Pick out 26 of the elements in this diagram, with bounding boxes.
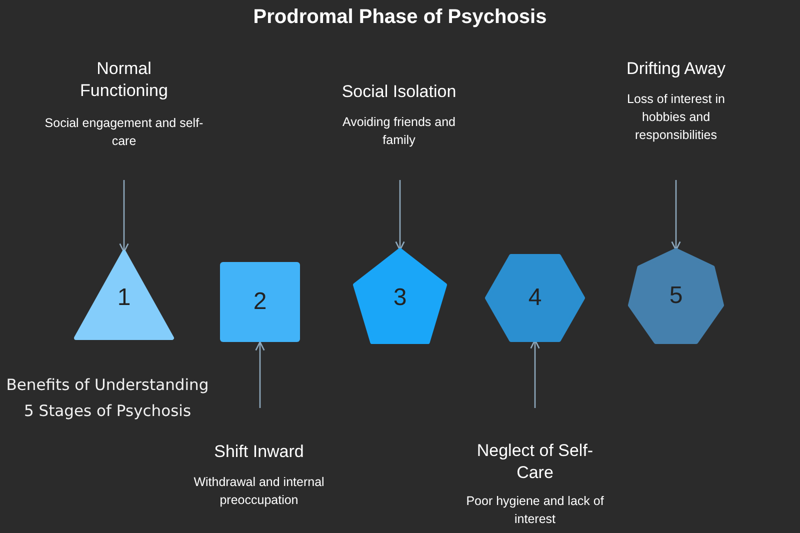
stage-heading: Shift Inward xyxy=(214,441,304,463)
stage-description: Social engagement and self-care xyxy=(44,115,204,150)
stage-heading: Normal Functioning xyxy=(79,58,169,102)
stage-description: Avoiding friends and family xyxy=(341,114,457,149)
pentagon-shape xyxy=(355,250,445,342)
stage-heading: Neglect of Self-Care xyxy=(476,440,594,484)
step-number: 2 xyxy=(253,288,267,316)
heptagon-shape xyxy=(630,250,722,342)
hexagon-shape xyxy=(487,256,583,340)
triangle-shape xyxy=(76,252,172,338)
diagram-title: Prodromal Phase of Psychosis xyxy=(252,6,548,29)
arrow xyxy=(255,341,265,408)
stage-description: Withdrawal and internal preoccupation xyxy=(192,474,326,509)
stage-description: Poor hygiene and lack of interest xyxy=(465,493,605,528)
square-shape xyxy=(220,262,300,342)
arrow xyxy=(671,180,681,251)
stage-heading: Social Isolation xyxy=(342,81,456,103)
step-number: 5 xyxy=(669,282,683,310)
note-text: Benefits of Understanding 5 Stages of Psychosis xyxy=(5,375,210,422)
stage-description: Loss of interest in hobbies and responsibilities xyxy=(626,91,726,144)
arrow xyxy=(395,180,405,251)
arrow xyxy=(119,180,129,253)
step-number: 4 xyxy=(528,284,542,312)
step-number: 3 xyxy=(393,284,407,312)
stage-heading: Drifting Away xyxy=(626,58,726,80)
step-number: 1 xyxy=(117,284,131,312)
